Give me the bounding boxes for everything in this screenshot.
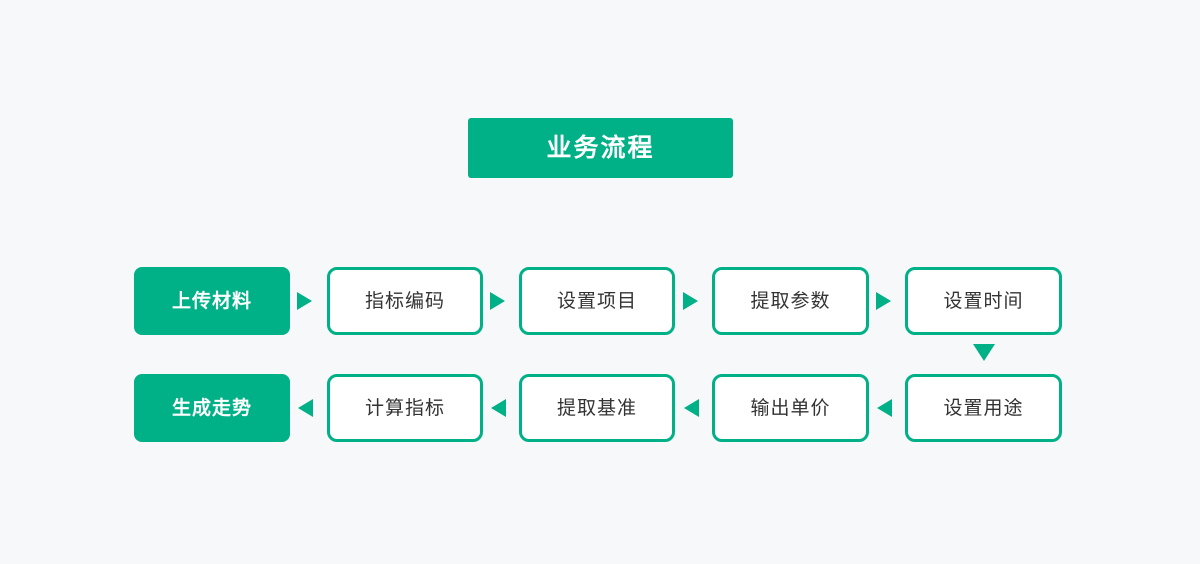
arrow-right-icon <box>297 292 312 310</box>
flow-row-1: 上传材料 指标编码 设置项目 提取参数 设置时间 <box>0 267 1200 335</box>
flow-node-label: 提取参数 <box>750 290 831 312</box>
flow-node-label: 指标编码 <box>364 290 445 312</box>
flow-node-label: 设置用途 <box>943 397 1024 419</box>
flow-node[interactable]: 生成走势 <box>134 374 290 442</box>
arrow-left-icon <box>298 399 313 417</box>
flow-node-label: 设置时间 <box>943 290 1024 312</box>
flow-node-label: 计算指标 <box>364 397 445 419</box>
flow-node-label: 输出单价 <box>750 397 831 419</box>
flow-node[interactable]: 输出单价 <box>712 374 869 442</box>
flow-node[interactable]: 设置用途 <box>905 374 1062 442</box>
flow-node-label: 提取基准 <box>556 397 637 419</box>
flow-node[interactable]: 提取参数 <box>712 267 869 335</box>
flow-node[interactable]: 上传材料 <box>134 267 290 335</box>
arrow-left-icon <box>684 399 699 417</box>
flow-node[interactable]: 设置时间 <box>905 267 1062 335</box>
flowchart-title-box: 业务流程 <box>468 118 733 178</box>
flow-node[interactable]: 设置项目 <box>519 267 675 335</box>
flow-node[interactable]: 计算指标 <box>327 374 483 442</box>
arrow-left-icon <box>491 399 506 417</box>
flow-node-label: 设置项目 <box>556 290 637 312</box>
flow-node-label: 上传材料 <box>171 290 252 312</box>
arrow-right-icon <box>683 292 698 310</box>
flowchart-title-text: 业务流程 <box>546 133 655 162</box>
arrow-left-icon <box>877 399 892 417</box>
arrow-down-icon <box>973 344 995 361</box>
flow-node-label: 生成走势 <box>171 397 252 419</box>
flow-row-2: 生成走势 计算指标 提取基准 输出单价 设置用途 <box>0 374 1200 442</box>
arrow-right-icon <box>490 292 505 310</box>
flow-node[interactable]: 提取基准 <box>519 374 675 442</box>
flow-node[interactable]: 指标编码 <box>327 267 483 335</box>
arrow-right-icon <box>876 292 891 310</box>
